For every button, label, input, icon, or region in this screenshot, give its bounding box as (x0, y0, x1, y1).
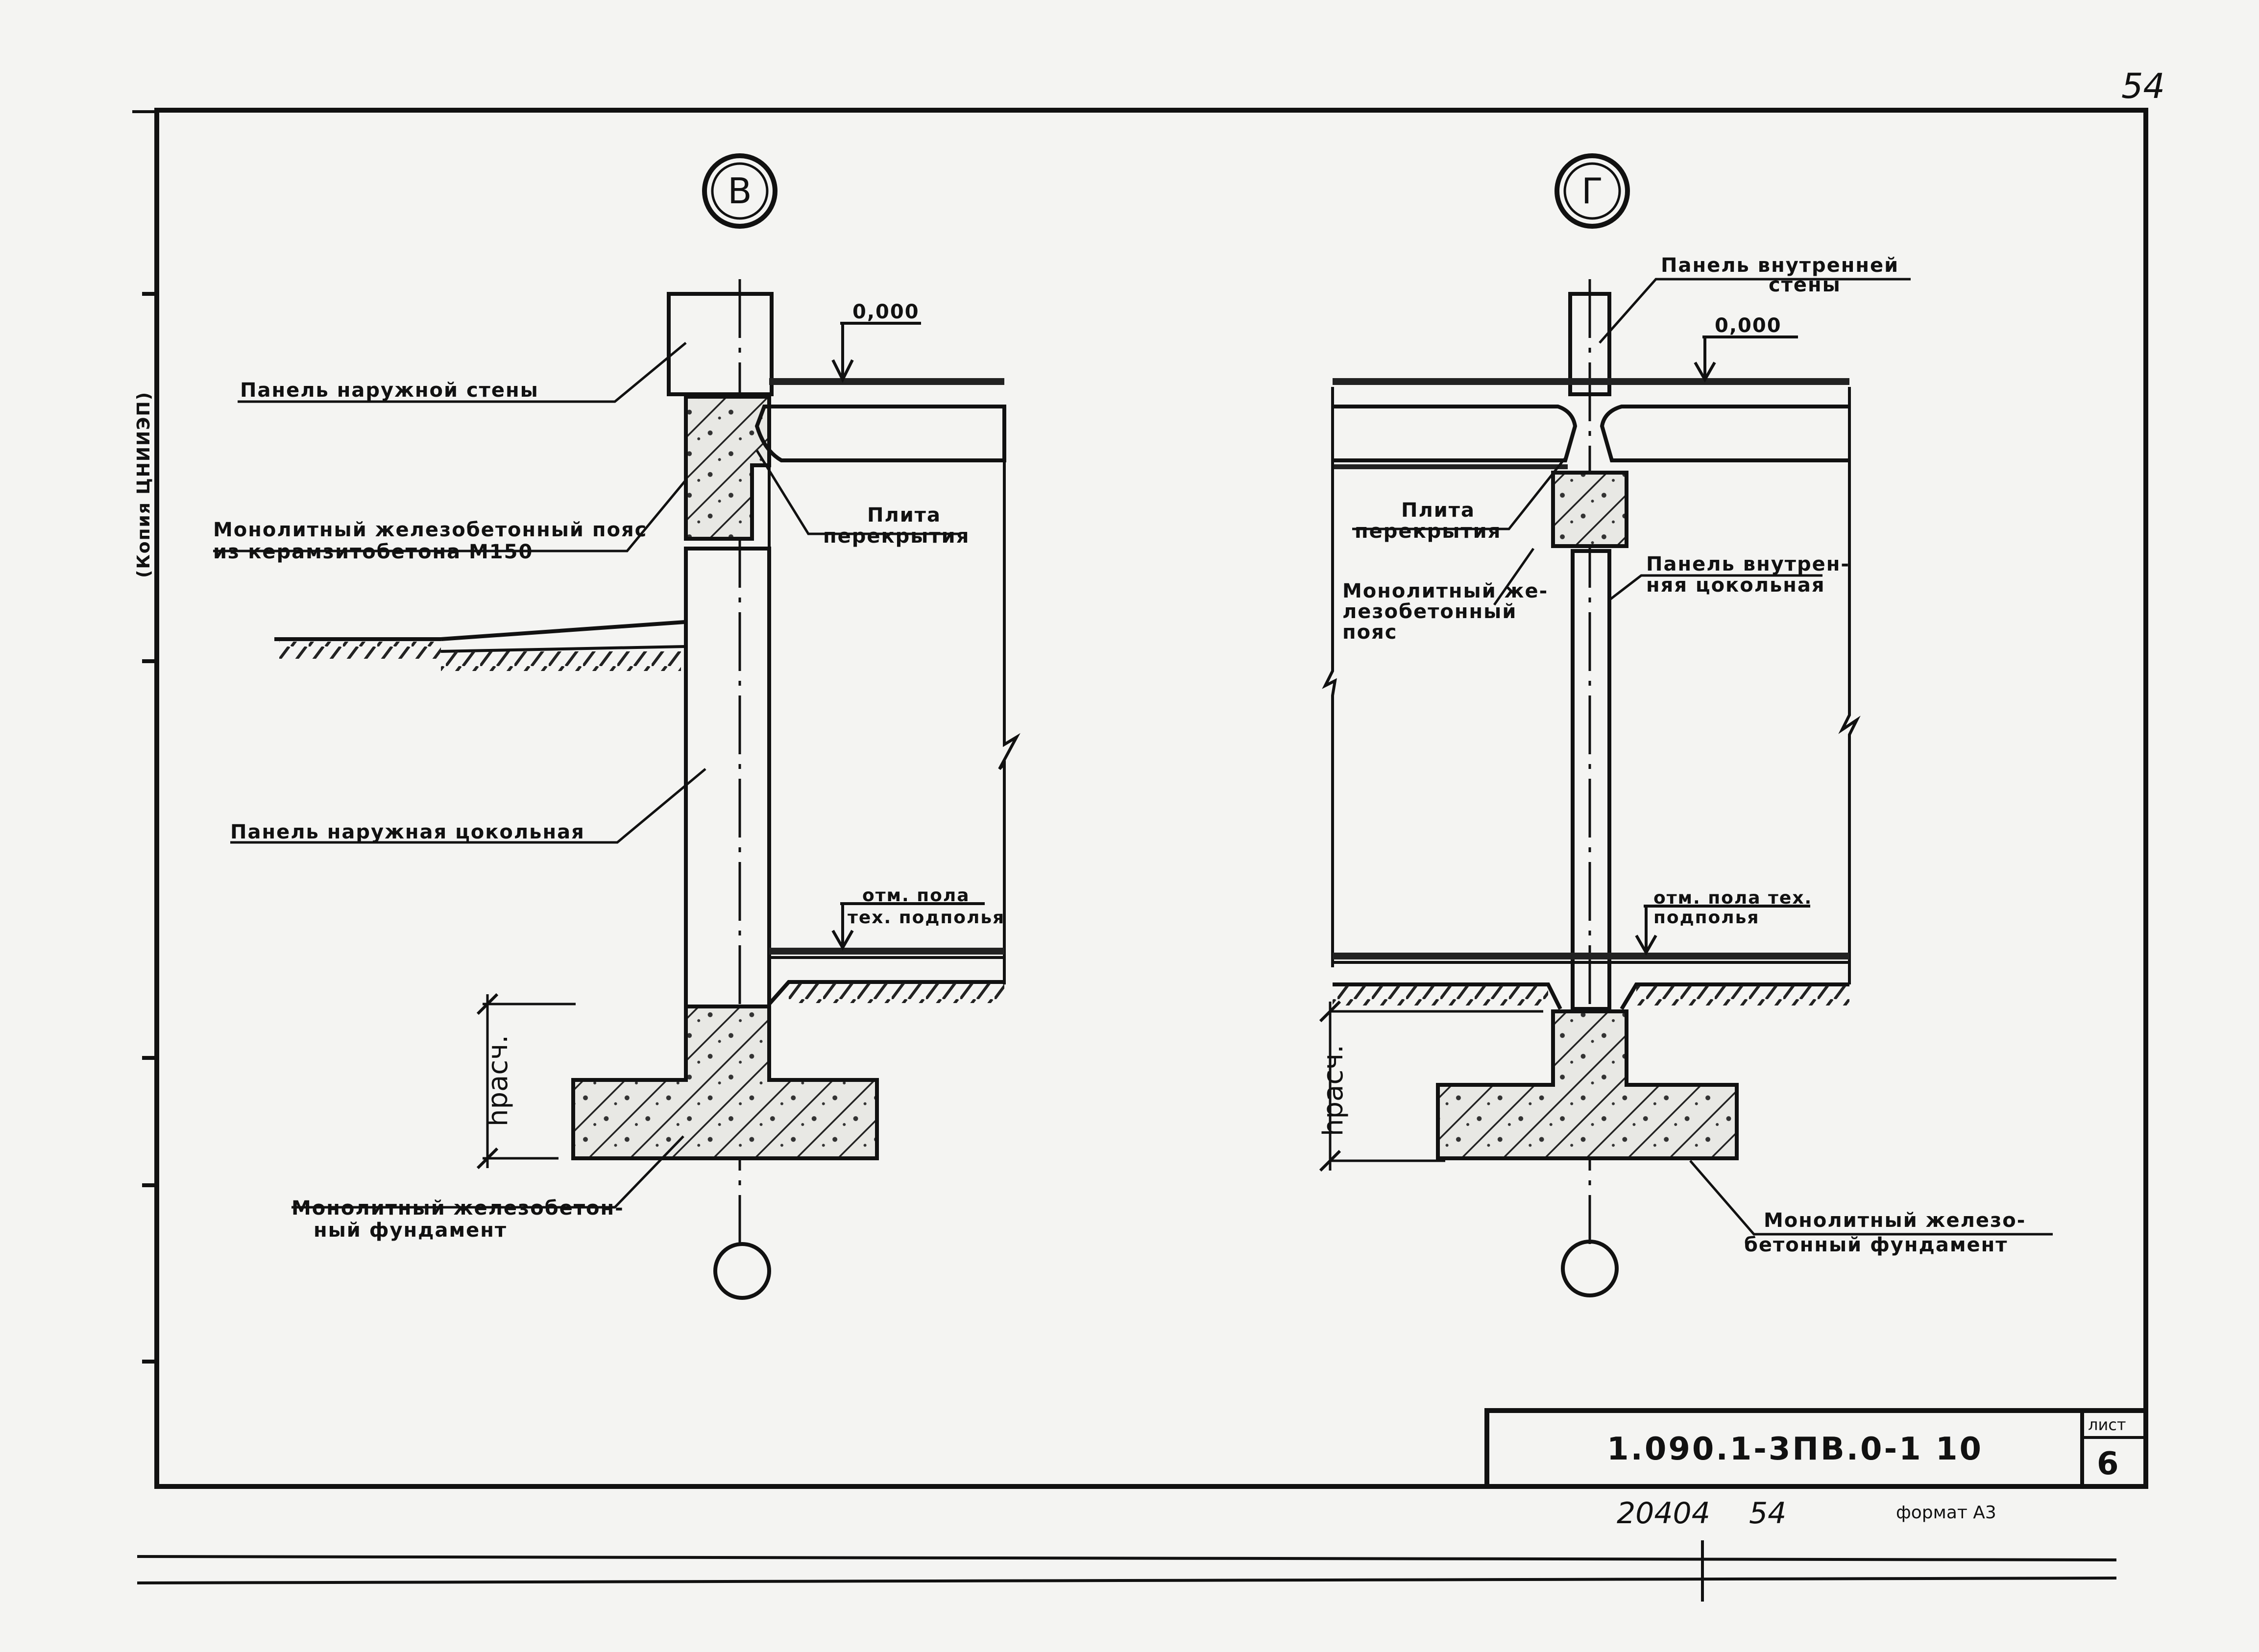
floor-slab-right-a (1333, 405, 1578, 462)
axis-bubble-bottom-g (1561, 1240, 1619, 1297)
label-belt-1: Монолитный железобетонный пояс (213, 519, 647, 541)
right-detail: Г 0,000 отм. пола тех. (1317, 153, 2053, 1297)
label-foundation-left-2: ный фундамент (314, 1219, 507, 1242)
floor-mark-left-1: отм. пола (862, 886, 970, 906)
label-slab-right-2: перекрытия (1355, 520, 1501, 543)
ground-hatch-basement-right-b (1636, 986, 1849, 1006)
monolithic-belt-right (1551, 471, 1628, 548)
footer-page: 54 (1749, 1496, 1786, 1531)
margin-ticks (142, 292, 159, 1364)
sheet-label: лист (2088, 1415, 2126, 1434)
basement-floor-right (1333, 953, 1849, 959)
axis-letter-v: В (728, 170, 752, 212)
floor-slab-top (769, 378, 1004, 385)
label-inner-plinth-2: няя цокольная (1646, 574, 1825, 597)
sheet-frame (154, 108, 2148, 1489)
sheet-number: 6 (2097, 1446, 2119, 1482)
level-zero-right: 0,000 (1715, 314, 1782, 337)
floor-mark-left-2: тех. подполья (848, 908, 1005, 928)
label-foundation-left-1: Монолитный железобетон- (291, 1197, 624, 1220)
footer: 20404 54 формат А3 (137, 1496, 2117, 1602)
h-calc-left: hрасч. (482, 1035, 514, 1126)
label-slab-2: перекрытия (823, 525, 970, 548)
floor-slab (754, 405, 1006, 462)
floor-mark-right-1: отм. пола тех. (1653, 888, 1812, 908)
label-inner-wall-1: Панель внутренней (1661, 254, 1899, 277)
level-zero-left: 0,000 (852, 301, 920, 323)
title-block: 1.090.1-3ПВ.0-1 10 лист 6 (1484, 1408, 2148, 1489)
archive-number: 20404 (1617, 1496, 1710, 1531)
format-label: формат А3 (1896, 1503, 1996, 1523)
label-inner-wall-2: стены (1769, 274, 1841, 296)
inner-wall-panel (1568, 292, 1611, 396)
label-outer-plinth-panel: Панель наружная цокольная (230, 821, 585, 843)
label-belt-2: из керамзитобетона М150 (213, 541, 533, 563)
axis-letter-g: Г (1581, 170, 1603, 212)
ground-hatch-basement-left (789, 983, 1004, 1003)
ground-hatch-basement-right-a (1333, 986, 1548, 1006)
monolithic-foundation-right (1436, 1009, 1739, 1160)
outer-plinth-panel (684, 547, 771, 1008)
h-calc-right: hрасч. (1317, 1045, 1349, 1136)
label-inner-plinth-1: Панель внутрен- (1646, 553, 1850, 575)
label-foundation-right-2: бетонный фундамент (1744, 1234, 2008, 1256)
outer-wall-panel (667, 292, 774, 396)
floor-slab-top-right (1333, 378, 1849, 385)
label-slab-1: Плита (867, 504, 941, 527)
label-outer-wall-panel: Панель наружной стены (240, 379, 539, 402)
label-belt-right-2: лезобетонный (1342, 600, 1517, 623)
monolithic-belt (684, 395, 771, 541)
label-belt-right-1: Монолитный же- (1342, 580, 1548, 602)
left-detail: В 0,000 отм. (213, 153, 1020, 1300)
page-number: 54 (2121, 66, 2165, 106)
basement-floor-left (769, 948, 1004, 955)
monolithic-foundation-left (571, 1005, 879, 1160)
document-code: 1.090.1-3ПВ.0-1 10 (1607, 1431, 1983, 1467)
axis-bubble-v (702, 153, 777, 229)
label-slab-right-1: Плита (1401, 499, 1475, 522)
ground-hatch-outside (279, 642, 441, 659)
axis-bubble-g (1555, 153, 1630, 229)
floor-slab-right-b (1600, 405, 1849, 462)
floor-mark-right-2: подполья (1653, 908, 1760, 928)
label-foundation-right-1: Монолитный железо- (1764, 1209, 2026, 1232)
label-belt-right-3: пояс (1342, 621, 1398, 644)
inner-plinth-panel (1571, 549, 1611, 1011)
axis-bubble-bottom-v (713, 1242, 771, 1300)
break-line-left (998, 421, 1020, 984)
margin-note: (Копия ЦНИИЭП) (134, 391, 154, 578)
